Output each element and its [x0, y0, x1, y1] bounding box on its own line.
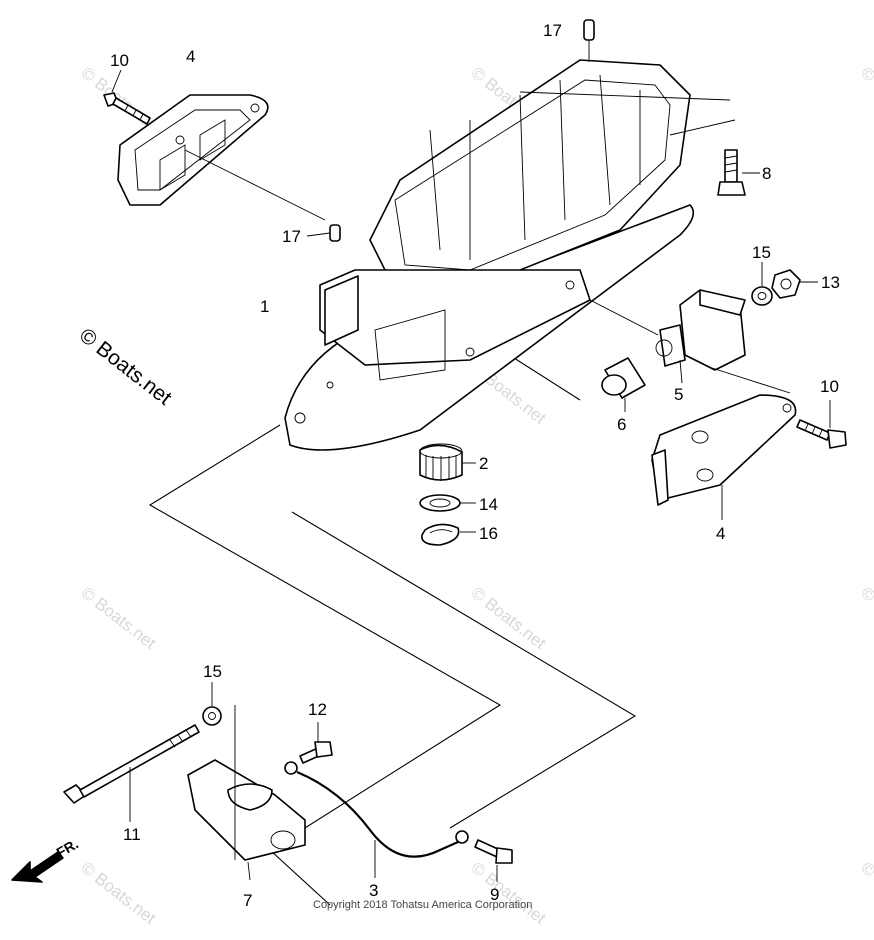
callout-labels: 17 10 4 8 17 15 13 1 5 10 6 2 14 16 4 15…: [110, 21, 840, 910]
part-11-long-bolt: [63, 724, 200, 822]
watermark: © Boats.net: [468, 583, 550, 653]
part-5-rubber-mount: [589, 289, 791, 394]
part-17-pin-left: [306, 224, 341, 242]
part-12-bolt: [299, 722, 333, 764]
callout-17: 17: [543, 21, 562, 40]
part-1-drive-shaft-housing: [284, 59, 736, 451]
watermark: © Boats.net: [78, 858, 160, 928]
callout-6: 6: [617, 415, 626, 434]
copyright-text: Copyright 2018 Tohatsu America Corporati…: [313, 899, 532, 911]
part-4-cover-plate-lower: [651, 394, 797, 520]
part-6-collar: [601, 357, 646, 412]
callout-13: 13: [821, 273, 840, 292]
part-15-washer-upper: [751, 262, 773, 306]
part-9-bolt: [474, 839, 513, 882]
part-4-cover-plate-upper: [117, 94, 326, 221]
callout-4: 4: [716, 524, 725, 543]
part-10-bolt-upper: [103, 69, 151, 125]
callout-1: 1: [260, 297, 269, 316]
callout-5: 5: [674, 385, 683, 404]
part-7-mount-bracket: [187, 705, 306, 881]
part-14-washer: [419, 494, 476, 512]
watermark: © Boats.net: [858, 583, 874, 653]
watermark: © Boats.net: [858, 858, 874, 928]
callout-14: 14: [479, 495, 498, 514]
callout-12: 12: [308, 700, 327, 719]
callout-15: 15: [203, 662, 222, 681]
part-3-ground-cable: [284, 761, 469, 878]
callout-10: 10: [820, 377, 839, 396]
callout-15: 15: [752, 243, 771, 262]
callout-7: 7: [243, 891, 252, 910]
assembly-outline: [148, 329, 637, 906]
watermark: © Boats.net: [858, 63, 874, 133]
callout-16: 16: [479, 524, 498, 543]
callout-17: 17: [282, 227, 301, 246]
part-2-needle-bearing: [419, 443, 476, 481]
part-17-pin-top: [583, 19, 595, 62]
callout-2: 2: [479, 454, 488, 473]
callout-4: 4: [186, 47, 195, 66]
callout-8: 8: [762, 164, 771, 183]
callout-9: 9: [490, 885, 499, 904]
direction-indicator: FR.: [11, 835, 81, 883]
callout-11: 11: [123, 825, 141, 844]
part-16-snap-ring: [421, 523, 476, 546]
part-8-bolt: [717, 149, 760, 196]
callout-10: 10: [110, 51, 129, 70]
part-13-nut: [771, 269, 818, 299]
callout-3: 3: [369, 881, 378, 900]
brand-watermark: © Boats.net: [75, 324, 176, 410]
part-15-washer-lower: [202, 682, 222, 726]
part-10-bolt-lower: [796, 400, 847, 449]
watermark: © Boats.net: [78, 583, 160, 653]
watermark: © Boats.net: [468, 858, 550, 928]
